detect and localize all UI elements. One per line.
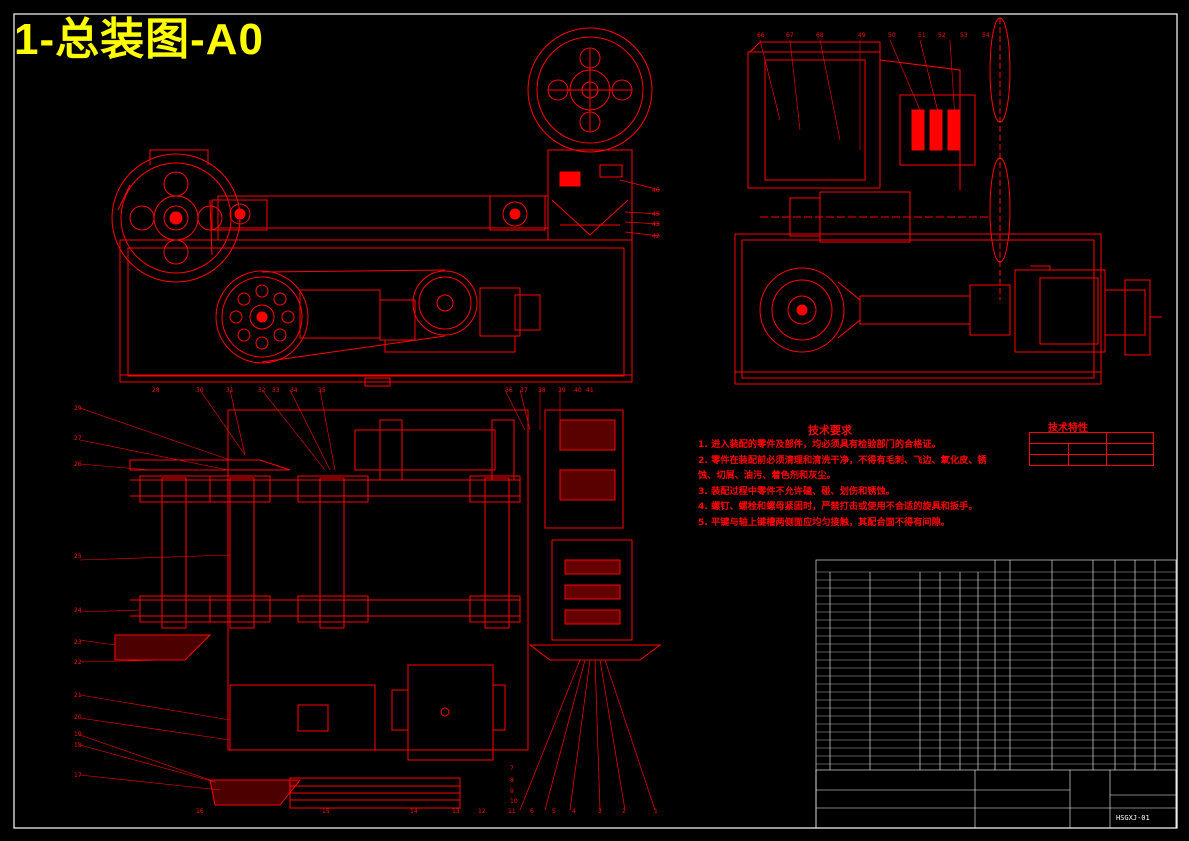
drawing-border [13, 13, 1178, 829]
parts-list-rows [816, 571, 1176, 765]
svg-text:41: 41 [586, 387, 594, 394]
requirement-item: 5. 平键与轴上键槽两侧面应均匀接触，其配合面不得有间隙。 [698, 516, 950, 528]
svg-text:66: 66 [757, 32, 765, 39]
svg-text:21: 21 [74, 692, 82, 699]
drawing-number: HSGXJ-01 [1116, 814, 1150, 822]
svg-text:68: 68 [816, 32, 824, 39]
svg-text:4: 4 [572, 808, 576, 815]
technical-characteristics-table [1029, 432, 1154, 466]
svg-text:43: 43 [652, 221, 660, 228]
svg-text:45: 45 [652, 211, 660, 218]
svg-text:34: 34 [290, 387, 298, 394]
svg-text:9: 9 [510, 788, 514, 795]
requirement-item: 4. 螺钉、螺栓和螺母紧固时，严禁打击或使用不合适的旋具和扳手。 [698, 501, 978, 512]
svg-text:24: 24 [74, 607, 82, 614]
svg-text:29: 29 [74, 405, 82, 412]
requirement-item: 3. 装配过程中零件不允许磕、碰、划伤和锈蚀。 [698, 485, 895, 497]
svg-text:40: 40 [574, 387, 582, 394]
svg-text:22: 22 [74, 659, 82, 666]
svg-text:7: 7 [510, 765, 514, 772]
svg-text:26: 26 [74, 461, 82, 468]
svg-text:18: 18 [74, 742, 82, 749]
svg-text:50: 50 [888, 32, 896, 39]
svg-text:67: 67 [786, 32, 794, 39]
parts-list [815, 559, 1177, 829]
svg-text:35: 35 [318, 387, 326, 394]
svg-text:32: 32 [258, 387, 266, 394]
svg-text:54: 54 [982, 32, 990, 39]
technical-requirements-heading: 技术要求 [808, 424, 852, 437]
svg-text:42: 42 [652, 233, 660, 240]
svg-text:28: 28 [152, 387, 160, 394]
svg-text:1: 1 [654, 808, 658, 815]
svg-text:53: 53 [960, 32, 968, 39]
svg-text:13: 13 [452, 808, 460, 815]
requirement-item: 2. 零件在装配前必须清理和清洗干净，不得有毛刺、飞边、氧化皮、锈蚀、切屑、油污… [698, 454, 987, 482]
svg-text:3: 3 [598, 808, 602, 815]
svg-text:11: 11 [508, 808, 516, 815]
svg-text:37: 37 [520, 387, 528, 394]
technical-characteristics-heading: 技术特性 [1048, 423, 1088, 434]
technical-requirements-list: 1. 进入装配的零件及部件，均必须具有检验部门的合格证。 2. 零件在装配前必须… [698, 437, 1003, 530]
svg-text:25: 25 [74, 553, 82, 560]
svg-text:8: 8 [510, 777, 514, 784]
svg-text:10: 10 [510, 798, 518, 805]
front-view [111, 27, 661, 387]
svg-text:23: 23 [74, 639, 82, 646]
svg-text:36: 36 [505, 387, 513, 394]
svg-text:20: 20 [74, 714, 82, 721]
svg-text:33: 33 [272, 387, 280, 394]
svg-text:19: 19 [74, 731, 82, 738]
svg-text:52: 52 [938, 32, 946, 39]
svg-text:14: 14 [410, 808, 418, 815]
side-view-labels: 66 67 68 49 50 51 52 53 54 [757, 32, 990, 39]
svg-text:17: 17 [74, 772, 82, 779]
drawing-title: 1-总装图-A0 [14, 15, 265, 64]
requirement-item: 1. 进入装配的零件及部件，均必须具有检验部门的合格证。 [698, 439, 941, 450]
plan-view [79, 389, 662, 811]
svg-text:51: 51 [918, 32, 926, 39]
svg-text:15: 15 [322, 808, 330, 815]
svg-text:12: 12 [478, 808, 486, 815]
svg-text:30: 30 [196, 387, 204, 394]
svg-text:6: 6 [530, 808, 534, 815]
svg-text:5: 5 [552, 808, 556, 815]
svg-text:16: 16 [196, 808, 204, 815]
side-view [734, 17, 1162, 385]
svg-text:49: 49 [858, 32, 866, 39]
svg-text:39: 39 [558, 387, 566, 394]
svg-text:46: 46 [652, 187, 660, 194]
svg-text:27: 27 [74, 435, 82, 442]
svg-text:38: 38 [538, 387, 546, 394]
front-view-labels: 46 45 43 42 [652, 187, 660, 240]
svg-text:31: 31 [226, 387, 234, 394]
svg-text:2: 2 [622, 808, 626, 815]
